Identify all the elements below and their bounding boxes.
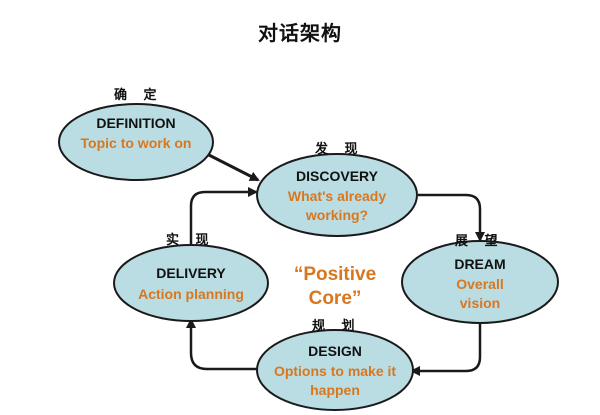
arrow-discovery-to-dream (418, 193, 485, 242)
design-cn-label: 规 划 (312, 319, 361, 334)
dream-title: DREAM (454, 256, 506, 272)
arrow-dream-to-design (410, 320, 482, 376)
dream-description: Overall vision (456, 276, 504, 311)
definition-ellipse (58, 103, 214, 181)
design-title: DESIGN (308, 343, 362, 359)
arrow-definition-to-discovery (204, 151, 260, 182)
design-ellipse (256, 329, 414, 411)
delivery-description: Action planning (138, 286, 244, 302)
diagram-title: 对话架构 (258, 21, 342, 45)
dream-ellipse (401, 240, 559, 324)
discovery-description: What's already working? (287, 188, 387, 223)
dream-cn-label: 展 望 (455, 234, 504, 249)
definition-title: DEFINITION (96, 115, 176, 131)
positive-core-label: “Positive Core” (293, 264, 377, 309)
discovery-ellipse (256, 153, 418, 237)
delivery-ellipse (113, 244, 269, 322)
design-description: Options to make it happen (273, 363, 397, 398)
arrow-delivery-to-discovery (189, 187, 258, 245)
delivery-title: DELIVERY (156, 265, 226, 281)
definition-description: Topic to work on (80, 135, 192, 151)
discovery-cn-label: 发 现 (315, 142, 364, 157)
delivery-cn-label: 实 现 (166, 233, 215, 248)
definition-cn-label: 确 定 (114, 88, 163, 103)
arrow-design-to-delivery (186, 318, 258, 371)
discovery-title: DISCOVERY (296, 168, 378, 184)
